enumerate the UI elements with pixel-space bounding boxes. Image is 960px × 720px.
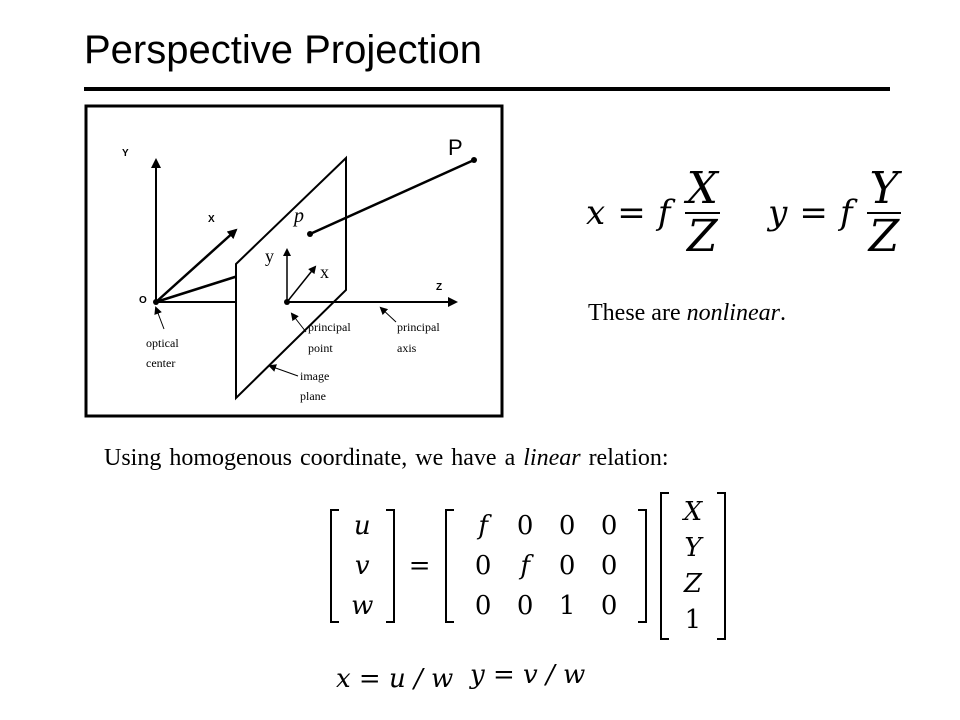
matrix-cell: 0	[600, 551, 618, 581]
eq-x-equals: =	[617, 193, 646, 234]
eq-x-f: f	[657, 193, 671, 234]
nonlinear-note: These are nonlinear.	[588, 300, 786, 326]
world-y-label: Y	[122, 148, 129, 159]
matrix-cell: 0	[600, 591, 618, 621]
eq-x-denominator: Z	[686, 211, 718, 263]
matrix-cell: f	[520, 551, 530, 581]
image-x-label: x	[320, 262, 329, 282]
image-plane-label-2: plane	[300, 389, 326, 403]
matrix-cell: 0	[516, 591, 534, 621]
eq-y-fraction: Y Z	[866, 165, 902, 263]
principal-axis-label-2: axis	[397, 341, 417, 355]
matrix-cell: 0	[474, 591, 492, 621]
world-x-axis	[155, 228, 238, 303]
matrix-cell: 1	[558, 591, 576, 621]
eq-y-f: f	[839, 193, 853, 234]
image-x-axis	[286, 265, 317, 303]
matrix-cell: 0	[600, 511, 618, 541]
eq-y-equals: =	[799, 193, 828, 234]
rhs-Y: Y	[684, 533, 702, 563]
rhs-Z: Z	[683, 569, 702, 599]
eq-x-lhs: x	[586, 193, 606, 234]
matrix-cell: 0	[558, 551, 576, 581]
projection-ray-front	[309, 158, 475, 236]
lhs-vector: u v w	[347, 506, 377, 626]
image-y-label: y	[265, 246, 274, 266]
image-plane	[235, 155, 347, 401]
point-P-dot	[471, 157, 477, 163]
origin-label: O	[139, 295, 147, 306]
world-z-label: Z	[436, 282, 442, 293]
optical-center-label-2: center	[146, 356, 175, 370]
eq-y-lhs: y	[768, 193, 788, 234]
principal-point-label-1: principal	[308, 320, 351, 334]
rhs-one: 1	[684, 605, 702, 635]
eq-x-numerator: X	[684, 163, 720, 215]
optical-center-label-1: optical	[146, 336, 179, 350]
matrix-cell: 0	[474, 551, 492, 581]
nonlinear-emphasis: nonlinear	[686, 300, 780, 326]
image-plane-label-1: image	[300, 369, 329, 383]
point-p-label: p	[292, 205, 304, 227]
homogeneous-matrix-equation: u v w = f 0 0 0 0 f 0 0 0 0 1 0 X Y Z 1	[330, 492, 727, 640]
matrix-equals: =	[408, 551, 431, 581]
eq-y-numerator: Y	[866, 165, 902, 215]
projection-ray-back	[155, 274, 239, 304]
rhs-vector: X Y Z 1	[677, 494, 709, 638]
lhs-w: w	[351, 591, 374, 621]
projection-equations: x = f X Z y = f Y Z	[586, 163, 903, 263]
perspective-diagram: Y X O Z y x p P optical c	[84, 104, 504, 418]
eq-y-from-vw: y = v / w	[470, 660, 586, 690]
principal-point-label-2: point	[308, 341, 333, 355]
point-p-dot	[307, 231, 313, 237]
matrix-cell: f	[478, 511, 488, 541]
world-x-label: X	[208, 214, 215, 225]
projection-matrix: f 0 0 0 0 f 0 0 0 0 1 0	[462, 506, 630, 626]
lhs-v: v	[354, 551, 370, 581]
matrix-cell: 0	[516, 511, 534, 541]
rhs-X: X	[683, 497, 703, 527]
principal-axis-label-1: principal	[397, 320, 440, 334]
linear-emphasis: linear	[523, 445, 581, 471]
lhs-u: u	[353, 511, 371, 541]
eq-x-from-uw: x = u / w	[336, 664, 454, 694]
slide-title: Perspective Projection	[84, 28, 482, 72]
homogeneous-note: Using homogenous coordinate, we have a l…	[104, 445, 669, 471]
eq-x-fraction: X Z	[684, 163, 720, 263]
title-underline	[84, 87, 890, 91]
matrix-cell: 0	[558, 511, 576, 541]
diagram-svg: Y X O Z y x p P optical c	[84, 104, 504, 418]
eq-y-denominator: Z	[868, 211, 900, 263]
point-P-label: P	[448, 135, 463, 160]
